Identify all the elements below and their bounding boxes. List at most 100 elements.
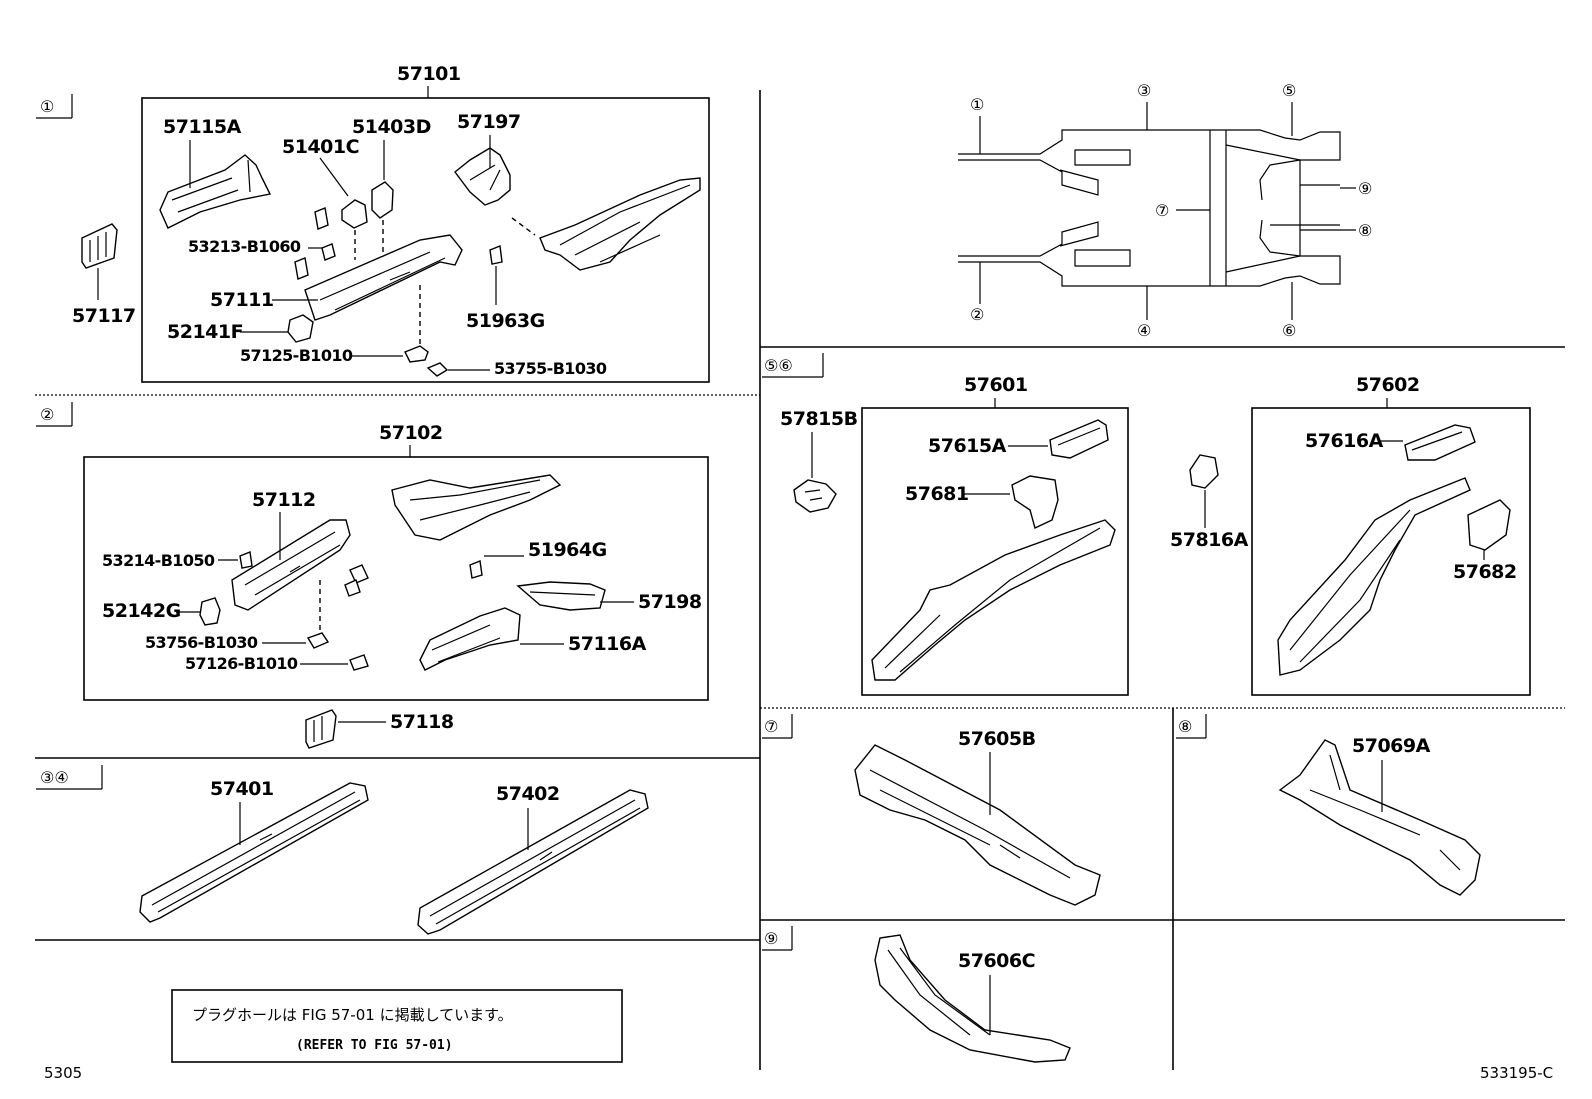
part-rear-floor-side-member-lh (1277, 477, 1471, 676)
svg-text:②: ② (970, 305, 984, 324)
svg-text:⑤: ⑤ (1282, 81, 1296, 100)
part-57615A[interactable]: 57615A (928, 419, 1109, 459)
svg-text:③: ③ (1137, 81, 1151, 100)
svg-text:57069A: 57069A (1352, 735, 1431, 757)
group-57602: 57602 (1251, 374, 1531, 696)
svg-text:①: ① (40, 97, 54, 116)
svg-text:⑨: ⑨ (1358, 179, 1372, 198)
section-mark-2: ② (36, 402, 73, 427)
section-mark-1: ① (36, 94, 73, 119)
svg-text:51401C: 51401C (282, 136, 359, 158)
svg-text:57402: 57402 (496, 783, 560, 805)
section-dividers (35, 90, 1565, 1070)
svg-text:57118: 57118 (390, 711, 454, 733)
chassis-overview (958, 129, 1341, 287)
svg-text:(REFER TO FIG 57-01): (REFER TO FIG 57-01) (296, 1038, 453, 1053)
part-53213-B1060[interactable]: 53213-B1060 (188, 207, 336, 280)
illustration-code: 533195-C (1480, 1064, 1553, 1082)
svg-text:③④: ③④ (40, 768, 69, 787)
part-57402[interactable]: 57402 (417, 783, 649, 935)
part-57401[interactable]: 57401 (139, 778, 369, 923)
svg-text:57102: 57102 (379, 422, 443, 444)
svg-text:57601: 57601 (964, 374, 1028, 396)
svg-text:57605B: 57605B (958, 728, 1036, 750)
svg-text:57101: 57101 (397, 63, 461, 85)
part-57118[interactable]: 57118 (305, 709, 454, 749)
part-53214-B1050[interactable]: 53214-B1050 (102, 551, 253, 570)
svg-text:57198: 57198 (638, 591, 702, 613)
part-52142G[interactable]: 52142G (102, 597, 221, 626)
section-mark-56: ⑤⑥ (762, 353, 824, 378)
part-57606C[interactable]: 57606C (874, 934, 1071, 1063)
svg-text:⑦: ⑦ (1155, 201, 1169, 220)
part-57116A[interactable]: 57116A (419, 607, 647, 671)
svg-text:57815B: 57815B (780, 408, 858, 430)
part-51401C[interactable]: 51401C (282, 136, 368, 229)
svg-text:57606C: 57606C (958, 950, 1035, 972)
svg-text:57816A: 57816A (1170, 529, 1249, 551)
part-57125-B1010[interactable]: 57125-B1010 (240, 345, 429, 365)
svg-text:53213-B1060: 53213-B1060 (188, 237, 301, 256)
part-57681[interactable]: 57681 (905, 475, 1059, 529)
part-57115A[interactable]: 57115A (159, 116, 272, 229)
svg-text:57126-B1010: 57126-B1010 (185, 654, 298, 673)
svg-text:④: ④ (1137, 321, 1151, 340)
svg-text:51964G: 51964G (528, 539, 607, 561)
part-57197[interactable]: 57197 (454, 111, 536, 236)
svg-text:51403D: 51403D (352, 116, 431, 138)
part-57112[interactable]: 57112 (231, 489, 351, 630)
svg-text:⑥: ⑥ (1282, 321, 1296, 340)
part-57117[interactable]: 57117 (72, 223, 136, 327)
svg-text:①: ① (970, 95, 984, 114)
svg-text:57116A: 57116A (568, 633, 647, 655)
section-mark-34: ③④ (36, 765, 103, 790)
svg-text:⑧: ⑧ (1358, 221, 1372, 240)
svg-text:57616A: 57616A (1305, 430, 1384, 452)
part-53756-B1030[interactable]: 53756-B1030 (145, 632, 330, 652)
part-57111[interactable]: 57111 (210, 234, 463, 345)
part-57616A[interactable]: 57616A (1305, 424, 1476, 461)
section-mark-8: ⑧ (1176, 714, 1207, 739)
svg-text:②: ② (40, 405, 54, 424)
svg-text:⑧: ⑧ (1178, 717, 1192, 736)
svg-text:57125-B1010: 57125-B1010 (240, 346, 353, 365)
svg-text:プラグホールは FIG 57-01 に掲載しています。: プラグホールは FIG 57-01 に掲載しています。 (192, 1006, 513, 1024)
part-57126-B1010[interactable]: 57126-B1010 (185, 654, 369, 673)
svg-text:52142G: 52142G (102, 600, 181, 622)
group-57101: 57101 (141, 63, 710, 383)
svg-text:57681: 57681 (905, 483, 969, 505)
svg-text:57115A: 57115A (163, 116, 242, 138)
svg-text:57682: 57682 (1453, 561, 1517, 583)
section-mark-7: ⑦ (762, 714, 793, 739)
part-57069A[interactable]: 57069A (1278, 735, 1481, 896)
figure-number-left: 5305 (44, 1064, 82, 1082)
svg-text:57111: 57111 (210, 289, 274, 311)
part-51964G[interactable]: 51964G (469, 539, 607, 579)
part-57198[interactable]: 57198 (516, 581, 702, 613)
svg-text:53756-B1030: 53756-B1030 (145, 633, 258, 652)
part-57815B[interactable]: 57815B (780, 408, 858, 513)
svg-text:57117: 57117 (72, 305, 136, 327)
svg-text:52141F: 52141F (167, 321, 243, 343)
part-rear-floor-side-member-rh (871, 519, 1116, 681)
part-57682[interactable]: 57682 (1453, 499, 1517, 583)
svg-text:⑨: ⑨ (764, 929, 778, 948)
reference-note: プラグホールは FIG 57-01 に掲載しています。 (REFER TO FI… (171, 989, 623, 1063)
part-53755-B1030[interactable]: 53755-B1030 (426, 359, 607, 378)
group-57601: 57601 (861, 374, 1129, 696)
group-57102: 57102 (83, 422, 709, 701)
section-mark-9: ⑨ (762, 926, 793, 951)
part-51963G[interactable]: 51963G (466, 245, 545, 332)
svg-text:53755-B1030: 53755-B1030 (494, 359, 607, 378)
part-57816A[interactable]: 57816A (1170, 454, 1249, 551)
part-51403D[interactable]: 51403D (352, 116, 431, 260)
svg-text:⑤⑥: ⑤⑥ (764, 356, 793, 375)
part-52141F[interactable]: 52141F (167, 314, 314, 343)
svg-text:53214-B1050: 53214-B1050 (102, 551, 215, 570)
overview-callouts: ① ② ③ ④ ⑤ ⑥ ⑦ ⑧ ⑨ (970, 81, 1372, 340)
svg-text:⑦: ⑦ (764, 717, 778, 736)
part-front-side-member-lh (344, 474, 562, 597)
svg-text:51963G: 51963G (466, 310, 545, 332)
part-57605B[interactable]: 57605B (854, 728, 1101, 906)
